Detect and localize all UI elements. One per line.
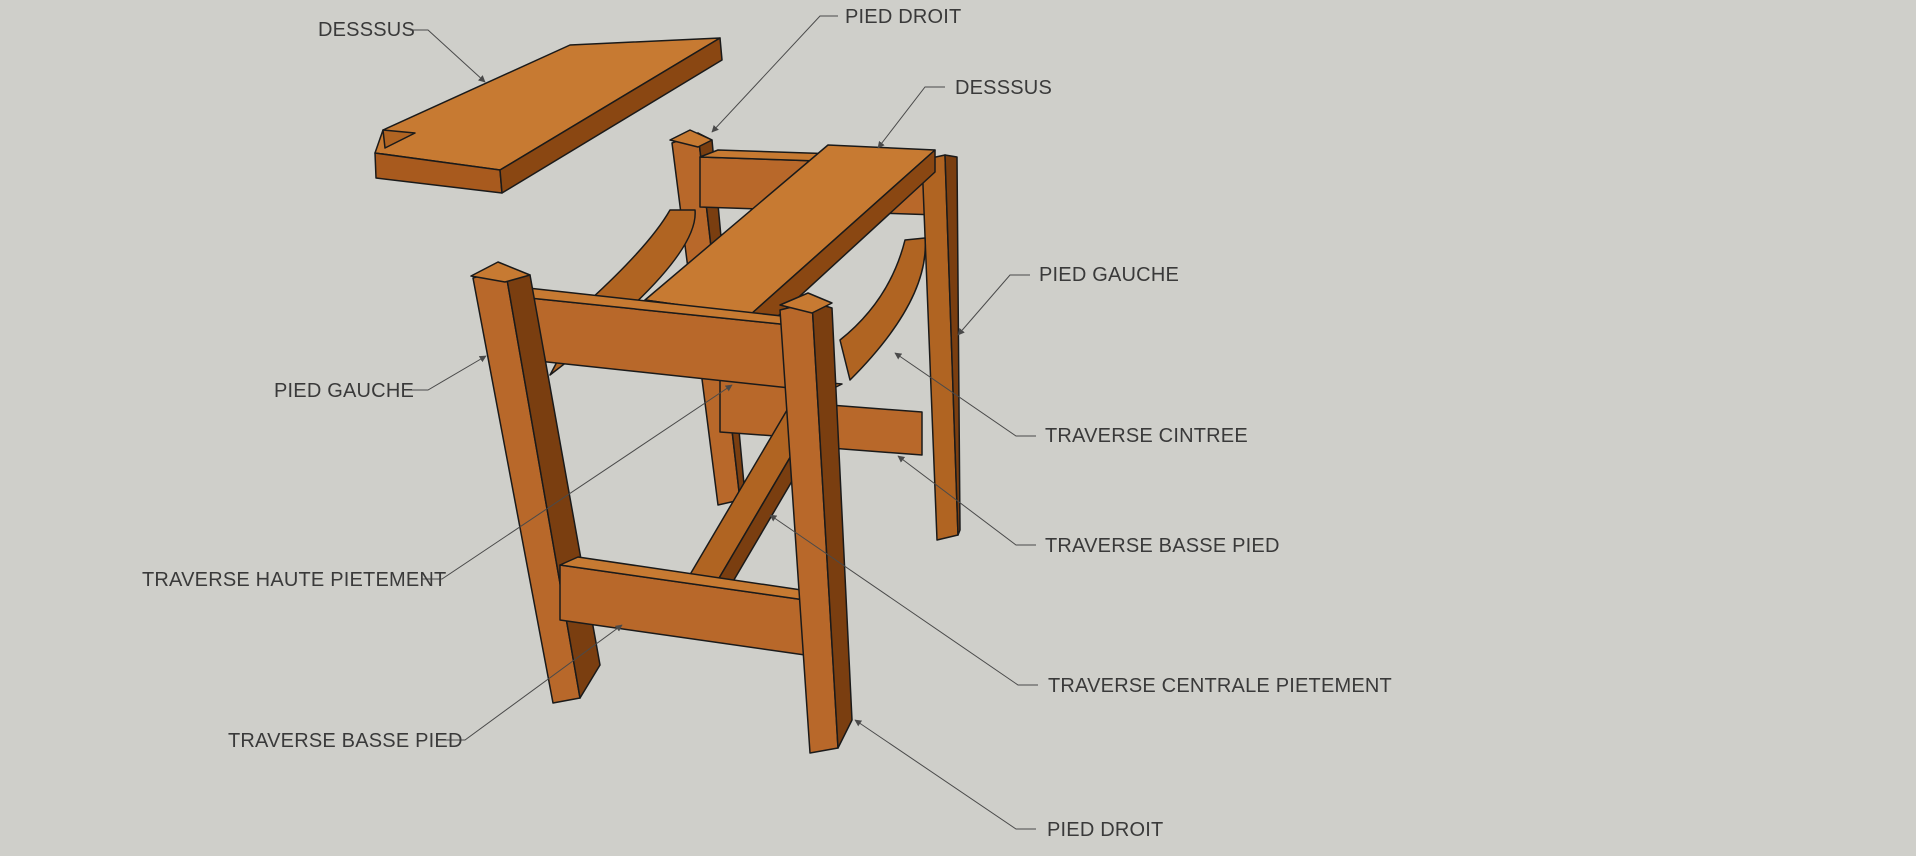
leader-traverse-centrale-pietement — [769, 514, 1038, 686]
right-lower-rail — [829, 404, 923, 456]
label-pied-gauche-right: PIED GAUCHE — [1039, 264, 1180, 286]
label-pied-gauche-left: PIED GAUCHE — [274, 380, 415, 402]
label-traverse-basse-pied-left: TRAVERSE BASSE PIED — [228, 730, 463, 752]
leader-pied-gauche-left — [410, 355, 487, 391]
label-pied-droit-bottom: PIED DROIT — [1047, 819, 1164, 841]
leader-traverse-basse-pied-left — [445, 624, 623, 741]
leader-pied-gauche-right — [957, 274, 1030, 336]
label-traverse-basse-pied-right: TRAVERSE BASSE PIED — [1045, 535, 1280, 557]
rear-right-leg — [921, 154, 961, 541]
leader-dessus-left — [410, 29, 486, 83]
leader-traverse-basse-pied-right — [897, 455, 1036, 546]
front-right-leg — [779, 292, 853, 754]
label-traverse-haute-pietement: TRAVERSE HAUTE PIETEMENT — [142, 569, 447, 591]
label-traverse-cintree: TRAVERSE CINTREE — [1045, 425, 1248, 447]
leader-dessus-right — [877, 86, 945, 149]
label-dessus-left: DESSSUS — [318, 19, 415, 41]
leader-pied-droit-bottom — [854, 719, 1036, 830]
leader-pied-droit-top — [711, 15, 838, 133]
top-plank-left — [374, 37, 723, 194]
leader-traverse-haute-pietement — [422, 384, 733, 580]
front-lower-rail — [559, 556, 816, 656]
curved-rail-right — [839, 237, 927, 381]
leader-traverse-cintree — [894, 352, 1036, 437]
label-traverse-centrale-pietement: TRAVERSE CENTRALE PIETEMENT — [1048, 675, 1392, 697]
label-dessus-right: DESSSUS — [955, 77, 1052, 99]
label-pied-droit-top: PIED DROIT — [845, 6, 962, 28]
